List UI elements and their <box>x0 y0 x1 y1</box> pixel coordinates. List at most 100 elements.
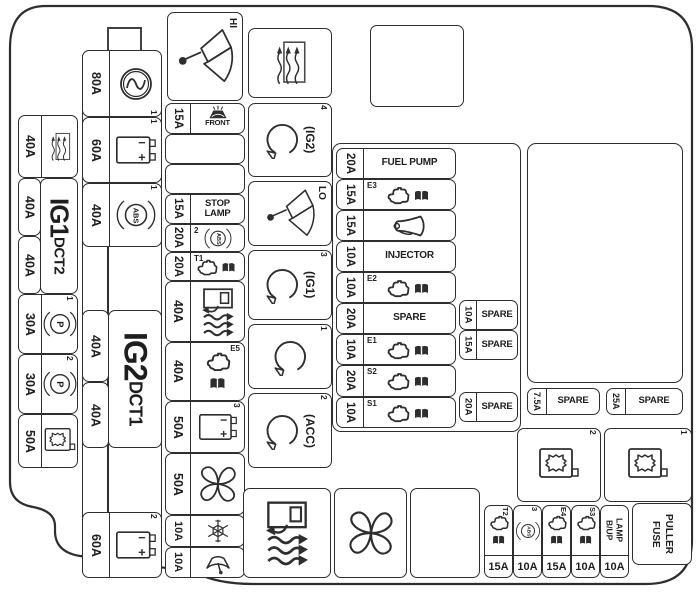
fuse-sup: 2 <box>194 226 199 235</box>
bup-lamp-label: B/UP LAMP <box>604 518 625 543</box>
svg-text:ABS: ABS <box>131 208 140 224</box>
fuse-sup: 2 <box>149 514 159 519</box>
fuse-amp: 10A <box>172 520 184 542</box>
engine-ecu-icon <box>387 341 429 359</box>
fuse-amp: 40A <box>88 403 103 427</box>
fuse-sup: 1 <box>149 119 159 124</box>
relay-box-defogger-grid <box>248 28 332 98</box>
fuse-sup: E3 <box>367 181 377 190</box>
fuse-amp: 15A <box>344 214 356 237</box>
relay-sup: 1 <box>319 326 329 331</box>
fuse-amp: 20A <box>462 398 474 416</box>
fuse-cell-spare-20a: 20A SPARE <box>336 303 456 334</box>
fuse-cell-bup-lamp-10a: B/UP LAMP 10A <box>600 505 629 578</box>
fuse-cell-spare-7p5a: 7.5A SPARE <box>527 388 600 415</box>
fuse-cell-e1-10a: 10A E1 <box>336 334 456 365</box>
fuse-sup: T1 <box>194 254 204 263</box>
relay-coil-icon <box>271 338 309 376</box>
fuse-cell-ig1-40a-b: 40A <box>18 236 41 294</box>
empty-fuse-slot <box>165 164 245 194</box>
svg-text:P: P <box>55 381 65 387</box>
lo-label: LO <box>316 186 327 200</box>
fuse-sup: E4 <box>559 507 568 517</box>
relay-coil-icon <box>263 266 301 304</box>
svg-text:ABS: ABS <box>215 232 221 244</box>
fuse-amp: 10A <box>572 555 599 577</box>
engine-ecu-icon <box>387 279 429 297</box>
fuse-cell-gearbox-50a: 50A <box>18 414 78 468</box>
ig1-relay-label: (IG1) <box>303 271 317 299</box>
spare-label: SPARE <box>557 395 589 407</box>
washer-front-icon <box>207 105 229 119</box>
fuse-amp: 30A <box>23 372 37 396</box>
fuse-sup: E1 <box>367 336 377 345</box>
engine-ecu-icon-vertical <box>489 515 509 544</box>
engine-ecu-icon <box>387 404 429 422</box>
fuse-amp: 40A <box>22 253 37 277</box>
fuse-cell-spare-side-15a: 15A SPARE <box>459 330 518 360</box>
fuse-cell-s1-10a: 10A S1 <box>336 397 456 428</box>
fuse-amp: 20A <box>172 227 184 249</box>
fuse-cell-defogger-blower-40a: 40A <box>165 281 245 342</box>
relay-sup: 1 <box>679 430 689 435</box>
spare-label: SPARE <box>481 308 513 320</box>
rear-defogger-icon <box>47 129 73 165</box>
right-empty-container <box>527 143 683 383</box>
spare-label: SPARE <box>481 400 513 412</box>
spare-label: SPARE <box>393 312 426 324</box>
fuse-cell-e4-15a: E4 15A <box>542 505 571 578</box>
fuse-cell-battery3-50a: 50A 3 <box>165 401 245 453</box>
engine-ecu-icon <box>387 373 429 391</box>
fuse-amp: 60A <box>89 533 103 557</box>
fuse-amp: 20A <box>344 370 356 392</box>
ig2-dct1-label-cell: IG2 DCT1 <box>107 310 162 448</box>
fuse-cell-ac-10a: 10A <box>165 515 245 547</box>
fuse-amp: 20A <box>344 307 356 330</box>
gear-module-icon <box>537 446 581 484</box>
heated-defogger-icon <box>197 287 239 337</box>
fuse-amp: 15A <box>172 198 184 220</box>
fuse-amp: 30A <box>23 312 37 336</box>
fuse-amp: 10A <box>514 555 541 577</box>
fuse-cell-abs3-10a: 3 ABS 10A <box>513 505 542 578</box>
p-relay-icon: P <box>43 308 77 340</box>
fuse-sup: S3 <box>588 507 597 517</box>
fuse-amp: 60A <box>89 138 103 162</box>
relay-sup: 4 <box>319 105 329 110</box>
fuse-cell-defogger-40a: 40A <box>18 115 78 178</box>
fuse-amp: 15A <box>344 183 356 206</box>
fuse-sup: E5 <box>230 344 240 353</box>
fuse-cell-fuel-pump-20a: 20A FUEL PUMP <box>336 148 456 179</box>
abs-icon: ABS <box>115 197 157 233</box>
engine-ecu-icon-vertical <box>206 352 230 389</box>
gear-module-icon <box>43 426 77 456</box>
fuse-cell-s2-20a: 20A S2 <box>336 365 456 397</box>
relay-cell-p2-30a: 30A 2 P <box>18 354 78 414</box>
relay-box-starter-1: 1 <box>604 428 692 502</box>
fuse-sup: 1 <box>149 110 159 115</box>
ig2-relay-label: (IG2) <box>303 126 317 154</box>
fuse-cell-wiper-10a: 10A <box>165 547 245 578</box>
abs-icon: ABS <box>203 226 233 251</box>
relay-sup: 2 <box>65 356 75 361</box>
fuse-sup: S1 <box>367 399 377 408</box>
relay-box-wiper-lo: LO <box>248 181 332 246</box>
fuse-amp: 20A <box>172 255 184 278</box>
fuse-cell-battery2-60a: 60A 2 <box>82 512 162 578</box>
empty-fuse-slot <box>165 134 245 164</box>
fuse-cell-washer-front-15a: 15A FRONT <box>165 103 245 134</box>
fuse-cell-ig2-40a-b: 40A <box>82 382 109 448</box>
fuse-amp: 10A <box>344 338 356 361</box>
fuse-amp: 10A <box>344 401 356 424</box>
fuse-puller-box: FUSE PULLER <box>632 503 692 565</box>
fuse-cell-s3-10a: S3 10A <box>571 505 600 578</box>
spare-label: SPARE <box>638 395 670 407</box>
fuse-cell-t2-15a: T2 15A <box>484 505 513 578</box>
fuse-amp: 7.5A <box>532 391 542 411</box>
svg-text:P: P <box>55 321 65 327</box>
fuse-amp: 40A <box>23 135 37 158</box>
fuse-amp: 40A <box>171 360 185 383</box>
fuse-cell-e2-10a: 10A E2 <box>336 272 456 303</box>
battery-icon <box>115 135 157 165</box>
relay-sup: 2 <box>319 395 329 400</box>
